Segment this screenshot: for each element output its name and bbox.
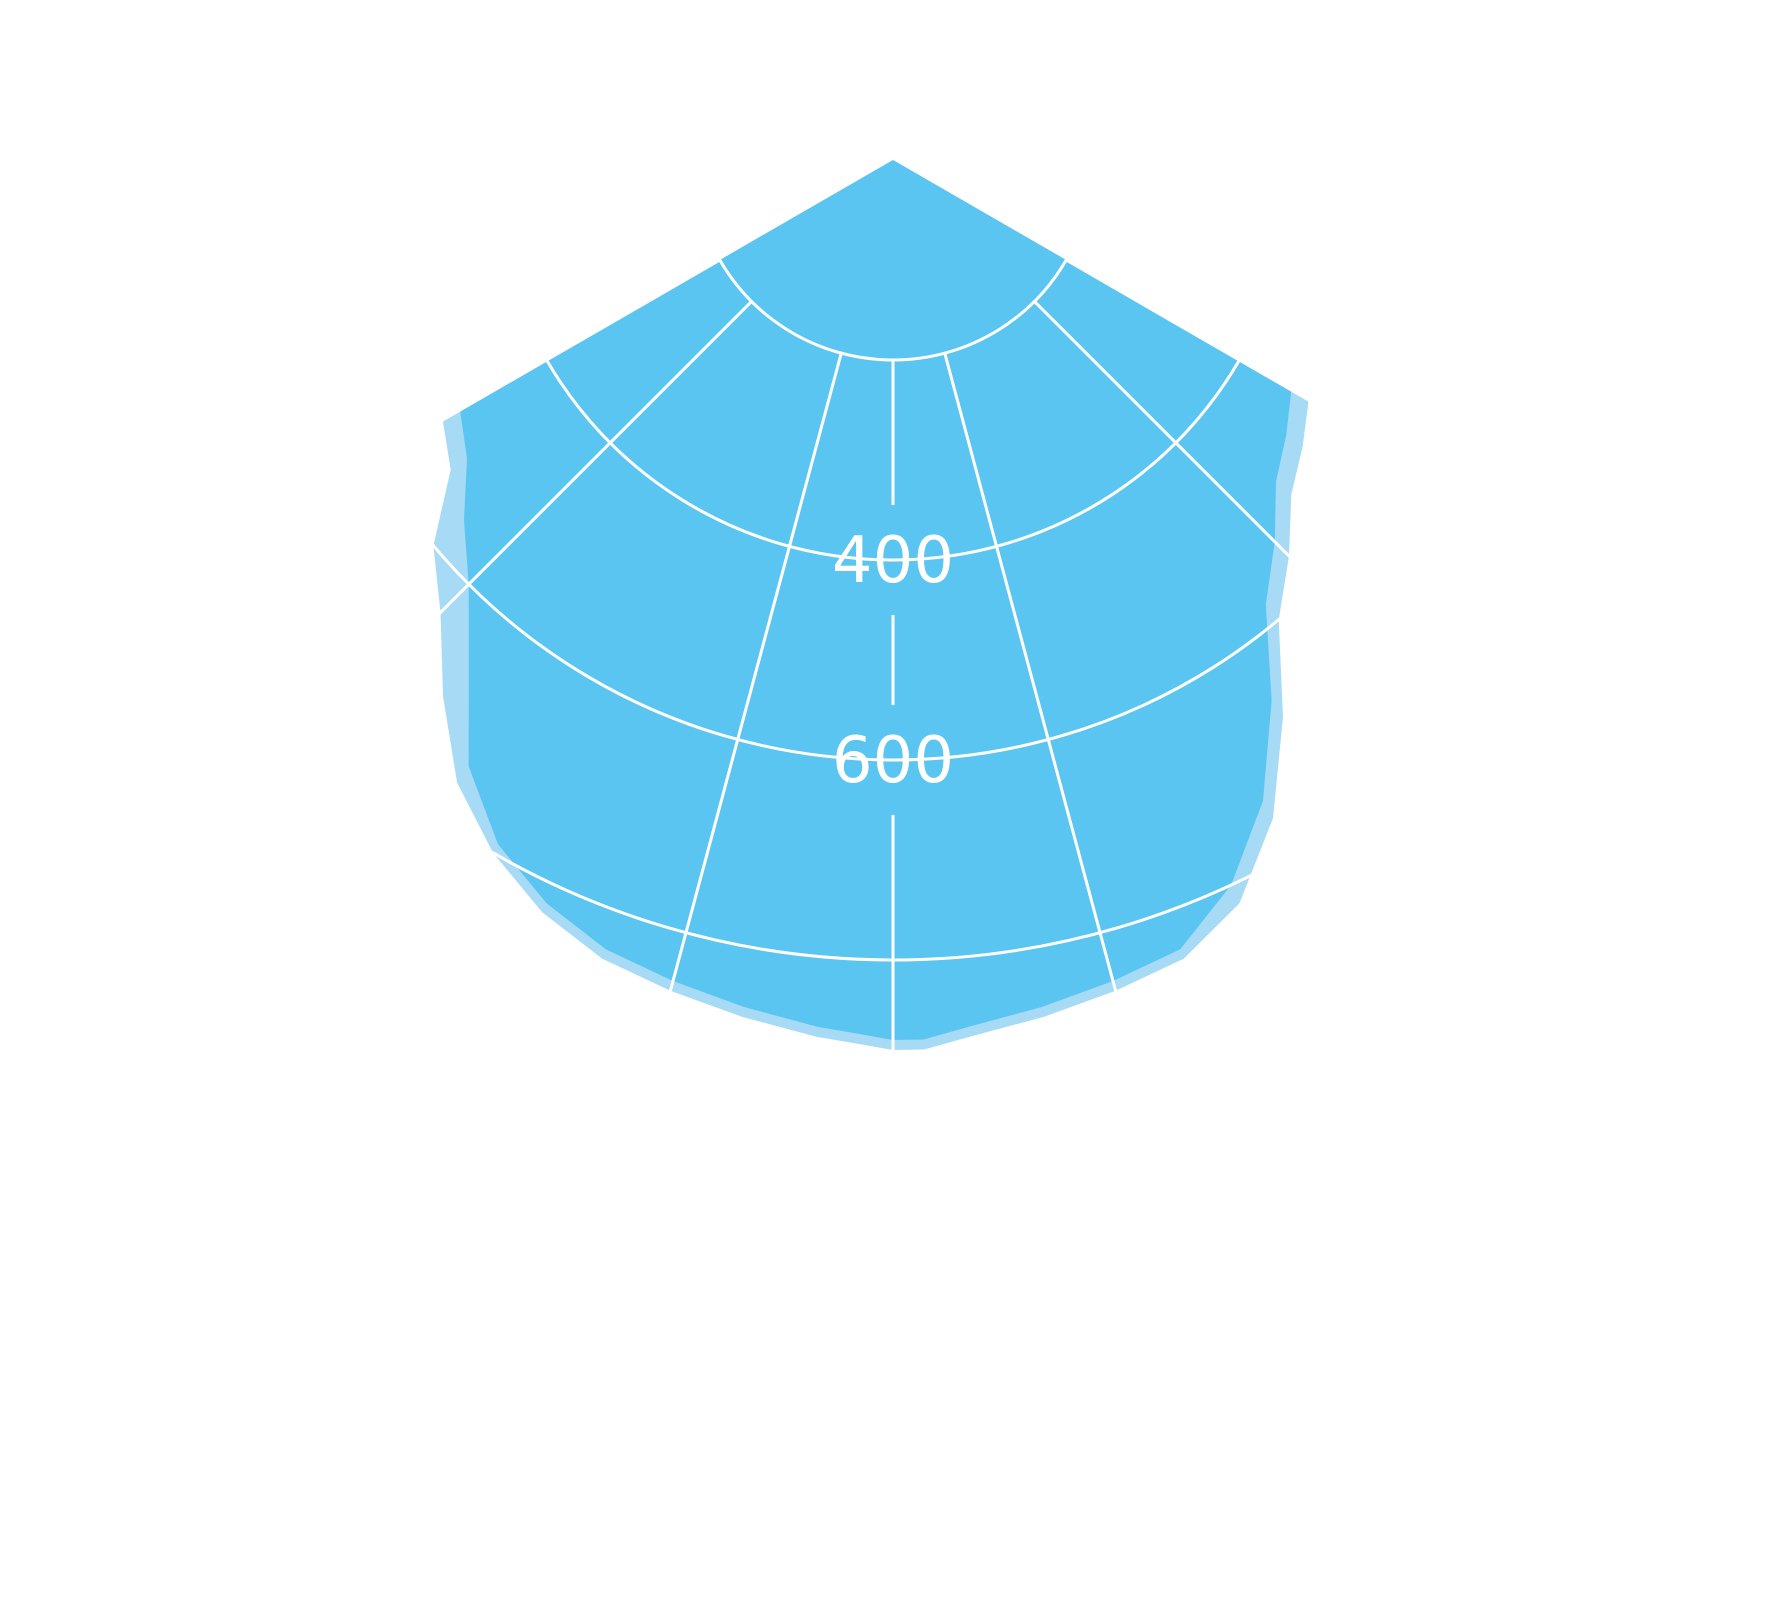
series-layer [433,160,1309,1050]
angular-grid-spoke-15 [943,352,1128,1030]
radial-grid-ring-400 [545,359,1241,562]
series-area-1 [460,160,1292,1040]
radial-tick-label-600: 600 [832,724,954,798]
grid-layer [112,258,1674,1060]
angular-grid-spoke--45 [255,300,753,798]
label-layer: 400 600 [832,524,954,798]
radial-grid-ring-600 [372,459,1414,762]
angular-grid-spoke-60 [1065,258,1674,612]
angular-grid-spoke--15 [658,352,843,1030]
radial-grid-ring-200 [718,259,1068,362]
angular-grid-spoke-45 [1033,300,1531,798]
angular-grid-spoke--60 [112,258,721,612]
radial-tick-label-400: 400 [832,524,954,598]
